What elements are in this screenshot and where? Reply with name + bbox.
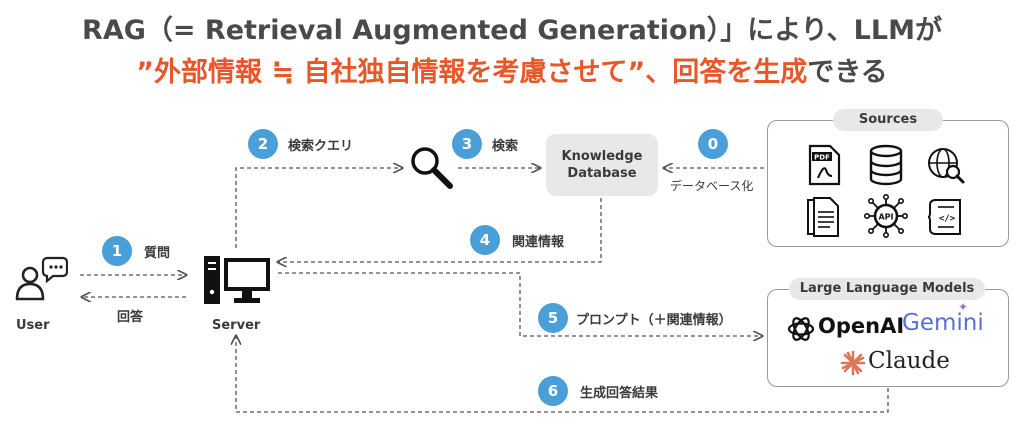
step-2-badge: 2 <box>248 129 278 159</box>
server-label: Server <box>212 318 261 333</box>
knowledge-db-line2: Database <box>567 166 637 181</box>
web-search-icon <box>928 148 965 184</box>
answer-label: 回答 <box>117 310 144 325</box>
step-3-badge: 3 <box>452 129 482 159</box>
title-line-2: ”外部情報 ≒ 自社独自情報を考慮させて”、回答を生成できる <box>0 50 1024 89</box>
step-0-badge: 0 <box>698 129 728 159</box>
step-2-label: 検索クエリ <box>288 139 354 154</box>
gemini-label: Gemini <box>902 310 984 336</box>
code-file-icon: </> <box>928 199 961 235</box>
pdf-icon-text: PDF <box>814 154 830 162</box>
arrow-search-query <box>235 168 402 248</box>
user-icon <box>15 256 68 301</box>
step-6-badge: 6 <box>538 376 568 406</box>
knowledge-database: Knowledge Database <box>546 134 658 196</box>
step-5-badge: 5 <box>538 303 568 333</box>
title-rest: できる <box>807 57 888 88</box>
document-icon <box>807 197 839 237</box>
openai-logo-icon <box>787 317 815 341</box>
api-icon: API <box>864 194 908 238</box>
openai-label: OpenAI <box>818 314 905 338</box>
step-1-label: 質問 <box>144 246 171 261</box>
arrow-related-info <box>278 198 602 262</box>
arrow-generated <box>236 336 889 413</box>
step-4-label: 関連情報 <box>512 235 565 250</box>
step-1-badge: 1 <box>102 236 132 266</box>
user-label: User <box>16 318 50 333</box>
gemini-sparkle-icon: ✦ <box>958 300 969 314</box>
step-6-label: 生成回答結果 <box>580 386 659 401</box>
step-5-label: プロンプト（＋関連情報） <box>576 313 732 328</box>
title-line-1: RAG（= Retrieval Augmented Generation）」によ… <box>82 15 942 46</box>
api-icon-text: API <box>878 213 893 222</box>
title-highlight: ”外部情報 ≒ 自社独自情報を考慮させて”、回答を生成 <box>136 57 808 88</box>
step-0-label: データベース化 <box>670 179 754 193</box>
step-4-badge: 4 <box>470 225 500 255</box>
llm-title: Large Language Models <box>789 278 985 300</box>
pdf-icon: PDF <box>808 144 841 186</box>
server-icon <box>204 256 270 304</box>
search-icon <box>411 147 453 189</box>
knowledge-db-line1: Knowledge <box>561 149 643 164</box>
sources-title: Sources <box>833 109 943 131</box>
arrow-prompt <box>278 272 762 336</box>
claude-logo-icon <box>840 350 866 376</box>
step-3-label: 検索 <box>492 139 519 154</box>
svg-text:</>: </> <box>939 214 956 224</box>
claude-label: Claude <box>868 348 950 374</box>
database-icon <box>869 144 903 186</box>
